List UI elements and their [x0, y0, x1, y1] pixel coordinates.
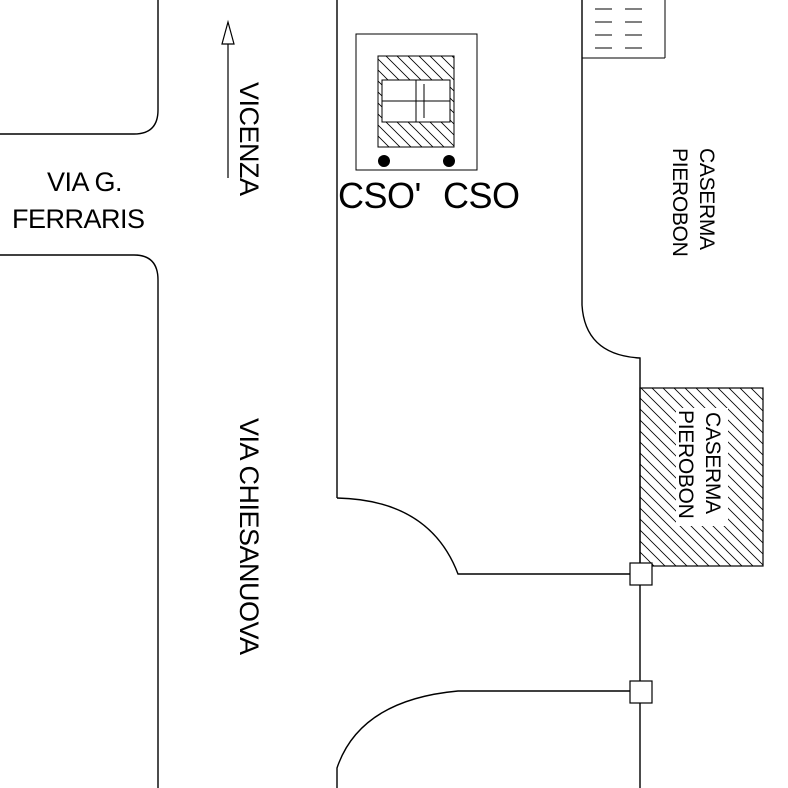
curb-lower-arc [336, 690, 630, 788]
curb-north-west [0, 0, 159, 135]
label-caserma-top-2: PIEROBON [668, 148, 691, 256]
parking-stripes [582, 0, 666, 59]
junction-box-lower [629, 680, 653, 704]
label-via-chiesanuova: VIA CHIESANUOVA [234, 418, 264, 655]
label-caserma-top-1: CASERMA [695, 148, 718, 250]
junction-box-upper [629, 562, 653, 586]
north-arrow-icon [221, 19, 235, 178]
cso-point-right [443, 155, 455, 167]
label-cso-left: CSO' [338, 175, 421, 216]
label-via-ferraris-2: FERRARIS [12, 204, 145, 234]
label-via-ferraris-1: VIA G. [47, 167, 122, 197]
curb-junction-arc [336, 497, 630, 575]
curb-caserma-corner [581, 58, 641, 388]
cso-point-left [378, 155, 390, 167]
label-cso-right: CSO [443, 175, 520, 216]
sensor-device [355, 33, 478, 171]
curb-south-west [0, 254, 159, 788]
caserma-label-backdrop [676, 408, 728, 526]
label-caserma-block-1: CASERMA [701, 412, 724, 514]
label-vicenza: VICENZA [234, 82, 264, 196]
label-caserma-block-2: PIEROBON [674, 410, 697, 518]
